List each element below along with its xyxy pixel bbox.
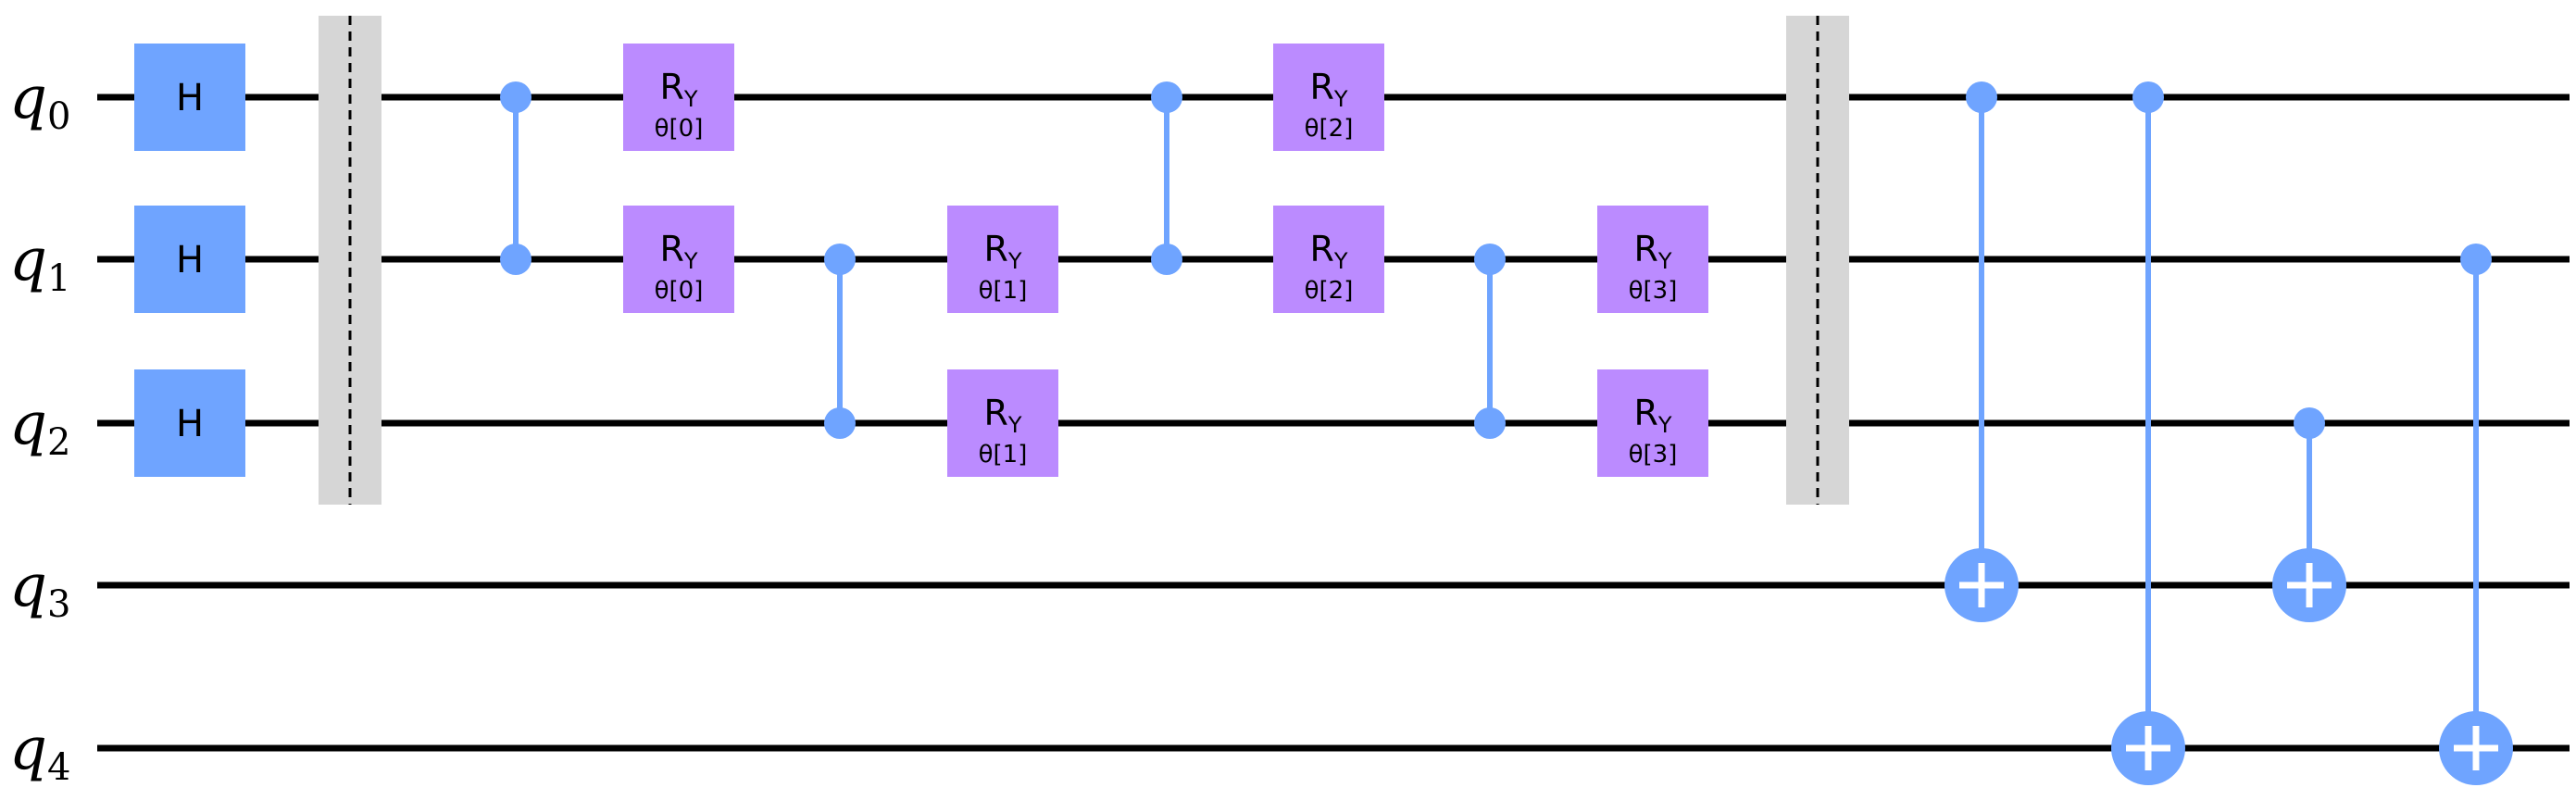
ry-gate-axis: Y [1657, 412, 1672, 438]
hadamard-gate-label: H [176, 77, 204, 119]
ry-gate-name: R [1633, 229, 1657, 269]
qubit-label-2: q2 [9, 390, 70, 464]
ry-gate [1597, 369, 1708, 477]
cx-control-dot [2132, 81, 2164, 113]
ry-gate-axis: Y [1333, 248, 1348, 274]
cz-control-dot [824, 407, 856, 439]
cz-control-dot [1151, 81, 1182, 113]
ry-gate-name: R [659, 67, 683, 107]
qubit-label-name: q [9, 226, 47, 294]
qubit-label-name: q [9, 64, 47, 132]
qubit-label-name: q [9, 390, 47, 458]
ry-gate-name: R [983, 229, 1007, 269]
ry-gate [623, 206, 734, 313]
ry-gate-parameter: θ[3] [1629, 441, 1678, 469]
ry-gate-axis: Y [683, 86, 698, 112]
ry-gate-parameter: θ[3] [1629, 277, 1678, 305]
circuit-gates: HHHRYθ[0]RYθ[0]RYθ[1]RYθ[1]RYθ[2]RYθ[2]R… [134, 16, 2513, 785]
cx-control-dot [2294, 407, 2325, 439]
qubit-label-name: q [9, 715, 47, 783]
qubit-label-4: q4 [9, 715, 70, 789]
qubit-label-3: q3 [9, 552, 70, 626]
qubit-label-1: q1 [9, 226, 70, 300]
ry-gate-parameter: θ[1] [979, 277, 1028, 305]
cz-control-dot [1474, 244, 1506, 275]
qubit-label-index: 0 [47, 95, 70, 138]
ry-gate-axis: Y [683, 248, 698, 274]
cz-control-dot [824, 244, 856, 275]
ry-gate [1273, 206, 1384, 313]
ry-gate-parameter: θ[2] [1305, 115, 1354, 143]
ry-gate-name: R [1309, 67, 1333, 107]
ry-gate-label: RY [1309, 229, 1347, 274]
ry-gate-label: RY [983, 393, 1021, 438]
qubit-label-index: 1 [47, 257, 70, 300]
qubit-label-index: 4 [47, 746, 70, 789]
ry-gate-axis: Y [1657, 248, 1672, 274]
ry-gate-parameter: θ[0] [655, 115, 704, 143]
qubit-label-name: q [9, 552, 47, 620]
hadamard-gate-label: H [176, 239, 204, 281]
hadamard-gate [134, 44, 245, 151]
ry-gate [1273, 44, 1384, 151]
ry-gate-parameter: θ[0] [655, 277, 704, 305]
ry-gate-label: RY [1309, 67, 1347, 112]
qubit-wires [97, 94, 2570, 752]
ry-gate [947, 206, 1058, 313]
ry-gate [623, 44, 734, 151]
ry-gate-label: RY [1633, 393, 1671, 438]
ry-gate [1597, 206, 1708, 313]
ry-gate-label: RY [659, 67, 697, 112]
cz-control-dot [500, 81, 531, 113]
ry-gate-axis: Y [1007, 412, 1022, 438]
ry-gate-parameter: θ[1] [979, 441, 1028, 469]
ry-gate-name: R [1309, 229, 1333, 269]
ry-gate-label: RY [983, 229, 1021, 274]
ry-gate-label: RY [659, 229, 697, 274]
hadamard-gate-label: H [176, 403, 204, 445]
cz-control-dot [1151, 244, 1182, 275]
hadamard-gate [134, 206, 245, 313]
ry-gate-label: RY [1633, 229, 1671, 274]
cz-control-dot [500, 244, 531, 275]
ry-gate-axis: Y [1333, 86, 1348, 112]
ry-gate-axis: Y [1007, 248, 1022, 274]
qubit-label-index: 3 [47, 583, 70, 626]
ry-gate-name: R [983, 393, 1007, 433]
hadamard-gate [134, 369, 245, 477]
ry-gate-name: R [1633, 393, 1657, 433]
qubit-label-0: q0 [9, 64, 70, 138]
cz-control-dot [1474, 407, 1506, 439]
ry-gate-parameter: θ[2] [1305, 277, 1354, 305]
ry-gate [947, 369, 1058, 477]
qubit-label-index: 2 [47, 421, 70, 464]
ry-gate-name: R [659, 229, 683, 269]
cx-control-dot [1966, 81, 1997, 113]
cx-control-dot [2460, 244, 2492, 275]
